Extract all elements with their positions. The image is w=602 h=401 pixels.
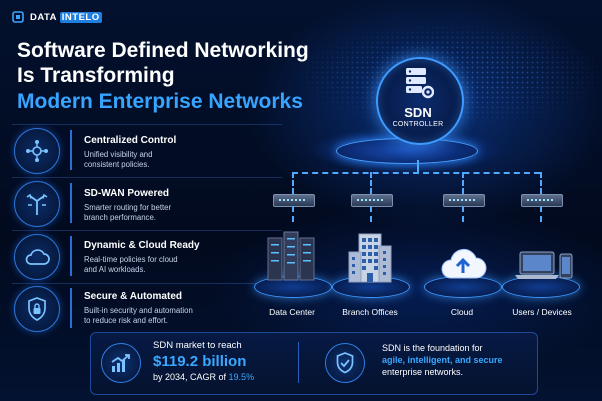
feature-desc: Real-time policies for cloud: [84, 255, 178, 264]
feature-desc: branch performance.: [84, 213, 156, 222]
foundation-line-2: agile, intelligent, and secure: [382, 355, 503, 365]
office-building-icon: [348, 233, 392, 283]
divider: [12, 124, 282, 125]
cloud-upload-icon: [441, 248, 487, 279]
feature-title: Centralized Control: [84, 135, 177, 146]
server-racks-icon: [267, 231, 315, 281]
feature-accent-bar: [70, 236, 72, 276]
shield-check-icon: [325, 343, 365, 383]
network-switch-icon: [521, 194, 563, 207]
node-label: Branch Offices: [342, 307, 398, 317]
divider: [12, 230, 282, 231]
panel-divider: [298, 342, 299, 383]
cloud-icon: [14, 234, 60, 280]
feature-title: Secure & Automated: [84, 291, 182, 302]
feature-desc: Smarter routing for better: [84, 203, 172, 212]
branch-line: [540, 172, 542, 194]
feature-accent-bar: [70, 183, 72, 223]
branch-line: [370, 172, 372, 194]
distribution-line: [292, 172, 540, 174]
brand-name: DATA INTELO: [30, 11, 102, 23]
drop-line: [370, 206, 372, 222]
market-stat-intro: SDN market to reach: [153, 340, 242, 351]
growth-chart-icon: [101, 343, 141, 383]
feature-desc: consistent policies.: [84, 160, 150, 169]
feature-desc: Built-in security and automation: [84, 306, 193, 315]
network-switch-icon: [443, 194, 485, 207]
node-label: Users / Devices: [512, 307, 572, 317]
brand-mark-icon: [12, 11, 24, 23]
network-switch-icon: [273, 194, 315, 207]
headline-line-2: Is Transforming: [17, 64, 175, 87]
feature-desc: to reduce risk and effort.: [84, 316, 168, 325]
feature-title: Dynamic & Cloud Ready: [84, 240, 200, 251]
branch-line: [292, 172, 294, 194]
trunk-line: [417, 160, 419, 172]
controller-subtitle: CONTROLLER: [392, 121, 444, 128]
headline-line-1: Software Defined Networking: [17, 39, 309, 62]
feature-accent-bar: [70, 288, 72, 328]
drop-line: [540, 206, 542, 222]
feature-accent-bar: [70, 130, 72, 170]
feature-title: SD-WAN Powered: [84, 188, 170, 199]
hub-nodes-icon: [14, 128, 60, 174]
node-label: Cloud: [450, 307, 474, 317]
brand-logo: DATA INTELO: [12, 11, 102, 23]
foundation-line-3: enterprise networks.: [382, 367, 464, 377]
controller-title: SDN: [404, 105, 432, 120]
server-gear-icon: [406, 68, 434, 99]
foundation-line-1: SDN is the foundation for: [382, 343, 483, 353]
divider: [12, 177, 282, 178]
branch-line: [462, 172, 464, 194]
market-stat-value: $119.2 billion: [153, 353, 247, 370]
network-switch-icon: [351, 194, 393, 207]
market-stat-cagr: by 2034, CAGR of 19.5%: [153, 372, 255, 382]
headline-line-3: Modern Enterprise Networks: [17, 90, 303, 113]
feature-desc: and AI workloads.: [84, 265, 146, 274]
divider: [12, 283, 282, 284]
laptop-phone-icon: [515, 251, 573, 279]
routing-arrows-icon: [14, 181, 60, 227]
bottom-info-panel: [90, 332, 538, 395]
feature-desc: Unified visibility and: [84, 150, 153, 159]
drop-line: [462, 206, 464, 222]
drop-line: [292, 206, 294, 222]
shield-lock-icon: [14, 286, 60, 332]
node-label: Data Center: [269, 307, 315, 317]
